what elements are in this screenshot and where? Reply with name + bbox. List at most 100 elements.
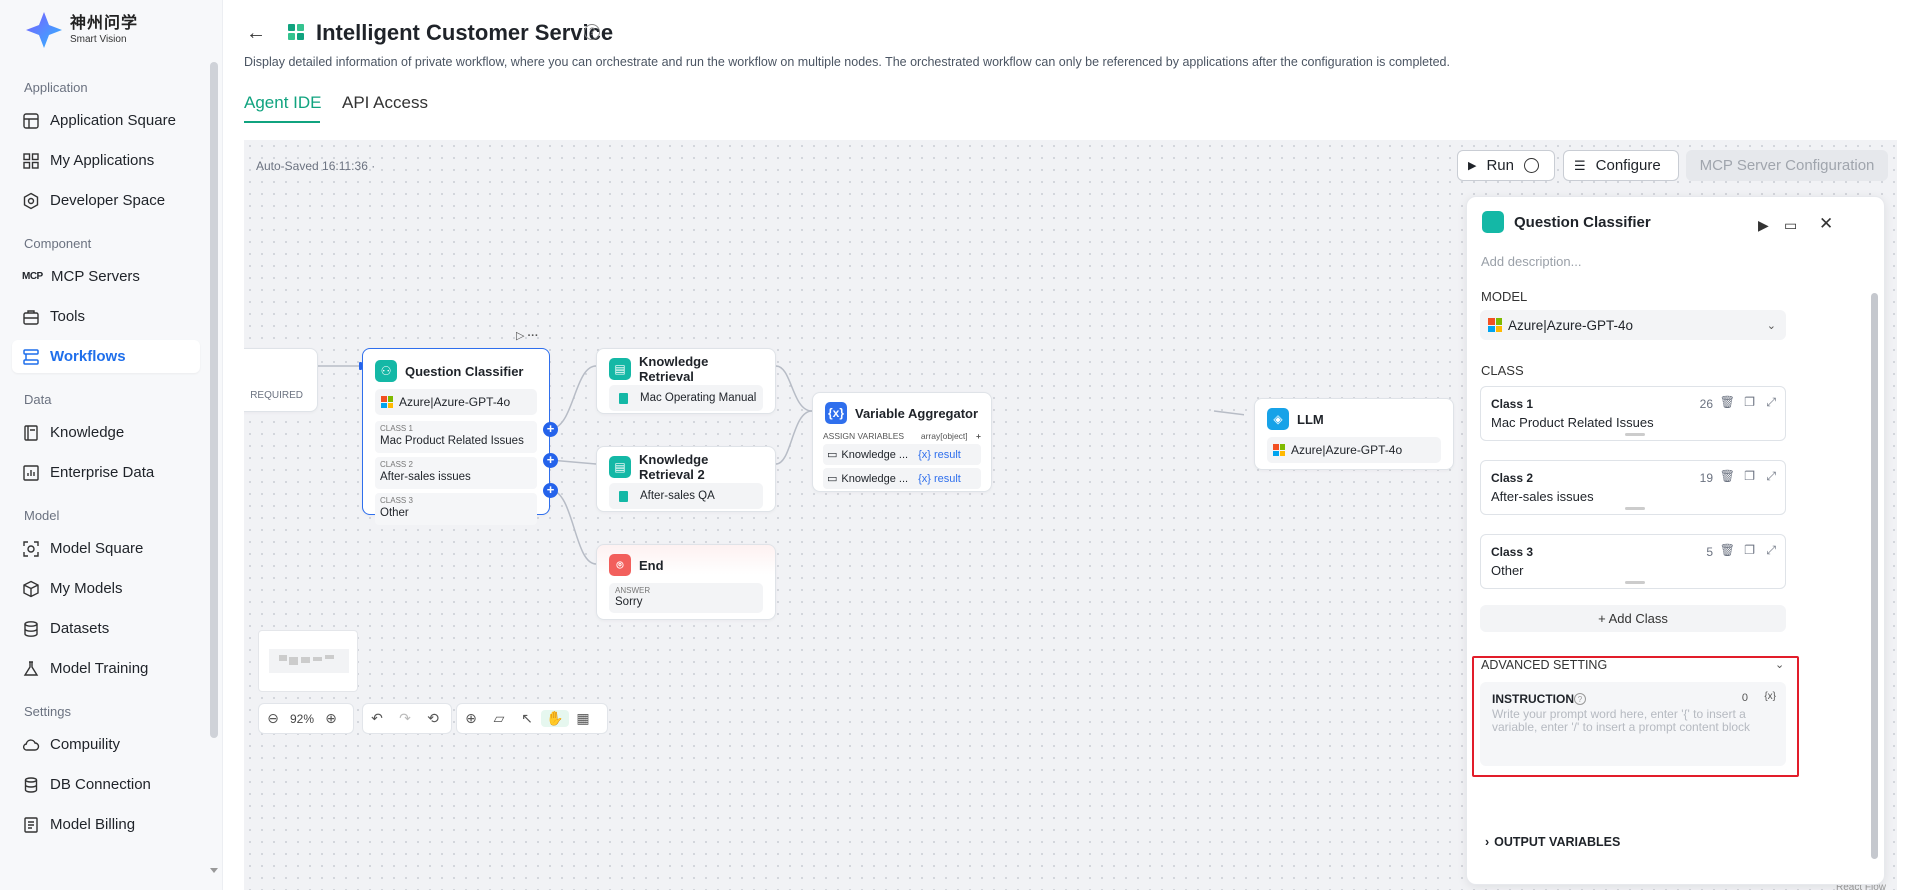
class-item: CLASS 2After-sales issues: [375, 457, 537, 489]
drag-handle[interactable]: [1625, 581, 1645, 584]
close-icon[interactable]: ✕: [1819, 214, 1833, 234]
sidebar-item-compuility[interactable]: Compuility: [12, 728, 200, 761]
description-input[interactable]: Add description...: [1481, 254, 1581, 269]
nav-section-component: Component: [24, 234, 200, 254]
trash-icon[interactable]: 🗑: [1720, 395, 1735, 409]
copy-icon[interactable]: ❐: [1744, 395, 1755, 409]
minimap[interactable]: [258, 630, 358, 692]
sidebar-nav: Application Application Square My Applic…: [12, 78, 200, 848]
sidebar-item-model-training[interactable]: Model Training: [12, 652, 200, 685]
answer-label: ANSWER: [615, 586, 757, 595]
sidebar-item-knowledge[interactable]: Knowledge: [12, 416, 200, 449]
sidebar-item-developer-space[interactable]: Developer Space: [12, 184, 200, 217]
sidebar-item-label: Datasets: [50, 620, 109, 637]
pointer-icon[interactable]: ↖: [513, 710, 541, 727]
brand-logo[interactable]: 神州问学 Smart Vision: [24, 10, 138, 50]
sidebar-item-model-square[interactable]: Model Square: [12, 532, 200, 565]
sidebar-item-label: My Models: [50, 580, 123, 597]
sidebar-item-workflows[interactable]: Workflows: [12, 340, 200, 373]
start-node[interactable]: REQUIRED: [244, 348, 318, 412]
class-value: Mac Product Related Issues: [380, 435, 532, 447]
knowledge-retrieval-node[interactable]: ▤ Knowledge Retrieval Mac Operating Manua…: [596, 348, 776, 414]
sidebar-item-enterprise-data[interactable]: Enterprise Data: [12, 456, 200, 489]
undo-icon[interactable]: ↶: [363, 710, 391, 727]
panel-title[interactable]: Question Classifier: [1514, 214, 1651, 231]
redo-icon[interactable]: ↷: [391, 710, 419, 727]
sidebar-item-my-models[interactable]: My Models: [12, 572, 200, 605]
back-arrow-icon[interactable]: ←: [246, 22, 266, 45]
class-card[interactable]: Class 1 Mac Product Related Issues 26 🗑 …: [1480, 386, 1786, 441]
char-count: 26: [1700, 397, 1713, 411]
sidebar-item-label: Model Square: [50, 540, 143, 557]
zoom-in-icon[interactable]: ⊕: [317, 710, 345, 727]
char-count: 19: [1700, 471, 1713, 485]
configure-button[interactable]: ☰ Configure: [1563, 150, 1679, 181]
llm-node[interactable]: ◈LLM Azure|Azure-GPT-4o: [1254, 398, 1454, 470]
tab-underline: [244, 121, 320, 123]
add-class-button[interactable]: + Add Class: [1480, 605, 1786, 632]
end-pin-icon: ⌾: [609, 554, 631, 576]
question-classifier-node[interactable]: ⚇Question Classifier Azure|Azure-GPT-4o …: [362, 348, 550, 515]
class-value[interactable]: Other: [1491, 563, 1524, 578]
help-icon[interactable]: ?: [584, 24, 600, 40]
sidebar-item-label: DB Connection: [50, 776, 151, 793]
trash-icon[interactable]: 🗑: [1720, 543, 1735, 557]
class-card[interactable]: Class 2 After-sales issues 19 🗑 ❐ ⤢: [1480, 460, 1786, 515]
knowledge-retrieval-2-node[interactable]: ▤Knowledge Retrieval 2 After-sales QA: [596, 446, 776, 512]
class-card[interactable]: Class 3 Other 5 🗑 ❐ ⤢: [1480, 534, 1786, 589]
zoom-out-icon[interactable]: ⊖: [259, 710, 287, 727]
sidebar-item-my-applications[interactable]: My Applications: [12, 144, 200, 177]
variable-aggregator-node[interactable]: {x}Variable Aggregator ASSIGN VARIABLES …: [812, 392, 992, 492]
copy-icon[interactable]: ❐: [1744, 543, 1755, 557]
add-node-icon[interactable]: ⊕: [457, 710, 485, 727]
sidebar-item-label: My Applications: [50, 152, 154, 169]
history-icon[interactable]: [1524, 158, 1539, 173]
sidebar-scrollbar[interactable]: [210, 62, 218, 738]
sidebar-item-label: Developer Space: [50, 192, 165, 209]
add-branch-1-icon[interactable]: +: [543, 422, 558, 437]
sidebar-item-model-billing[interactable]: Model Billing: [12, 808, 200, 841]
input-handle[interactable]: [359, 362, 362, 370]
run-button[interactable]: ▶ Run: [1457, 150, 1555, 181]
output-variables-toggle[interactable]: ›OUTPUT VARIABLES: [1485, 835, 1620, 849]
var-source: Knowledge ...: [841, 449, 908, 461]
nav-section-application: Application: [24, 78, 200, 98]
add-branch-3-icon[interactable]: +: [543, 483, 558, 498]
knowledge-icon: ▤: [609, 358, 631, 380]
drag-handle[interactable]: [1625, 433, 1645, 436]
class-value[interactable]: After-sales issues: [1491, 489, 1594, 504]
end-node[interactable]: ⌾End ANSWER Sorry: [596, 544, 776, 620]
var-ref: {x} result: [918, 473, 961, 485]
copy-icon[interactable]: ❐: [1744, 469, 1755, 483]
add-branch-2-icon[interactable]: +: [543, 453, 558, 468]
kb-item: Mac Operating Manual: [609, 385, 763, 411]
expand-icon[interactable]: ⤢: [1766, 543, 1776, 558]
mcp-server-config-button[interactable]: MCP Server Configuration: [1686, 150, 1888, 181]
sidebar-item-label: Model Billing: [50, 816, 135, 833]
expand-icon[interactable]: ⤢: [1766, 469, 1776, 484]
sidebar-item-mcp-servers[interactable]: MCP MCP Servers: [12, 260, 200, 293]
sidebar-item-db-connection[interactable]: DB Connection: [12, 768, 200, 801]
drag-handle[interactable]: [1625, 507, 1645, 510]
hand-icon[interactable]: ✋: [541, 710, 569, 727]
organize-icon[interactable]: ▦: [569, 710, 597, 727]
sidebar-item-datasets[interactable]: Datasets: [12, 612, 200, 645]
tab-agent-ide[interactable]: Agent IDE: [244, 93, 322, 113]
tab-api-access[interactable]: API Access: [342, 93, 428, 113]
class-value[interactable]: Mac Product Related Issues: [1491, 415, 1654, 430]
model-select[interactable]: Azure|Azure-GPT-4o ⌄: [1480, 310, 1786, 340]
add-variable-icon[interactable]: +: [976, 431, 981, 441]
node-actions[interactable]: ▷ ···: [516, 329, 539, 342]
sidebar: 神州问学 Smart Vision Application Applicatio…: [0, 0, 223, 890]
node-title: Knowledge Retrieval: [639, 354, 763, 384]
sidebar-item-application-square[interactable]: Application Square: [12, 104, 200, 137]
expand-icon[interactable]: ⤢: [1766, 395, 1776, 410]
panel-scrollbar[interactable]: [1871, 293, 1878, 859]
scroll-down-arrow[interactable]: [210, 868, 218, 873]
add-note-icon[interactable]: ▱: [485, 710, 513, 727]
history-icon[interactable]: ⟲: [419, 710, 447, 727]
run-node-icon[interactable]: ▶: [1758, 217, 1769, 234]
sidebar-item-tools[interactable]: Tools: [12, 300, 200, 333]
trash-icon[interactable]: 🗑: [1720, 469, 1735, 483]
notes-icon[interactable]: ▭: [1784, 217, 1797, 234]
